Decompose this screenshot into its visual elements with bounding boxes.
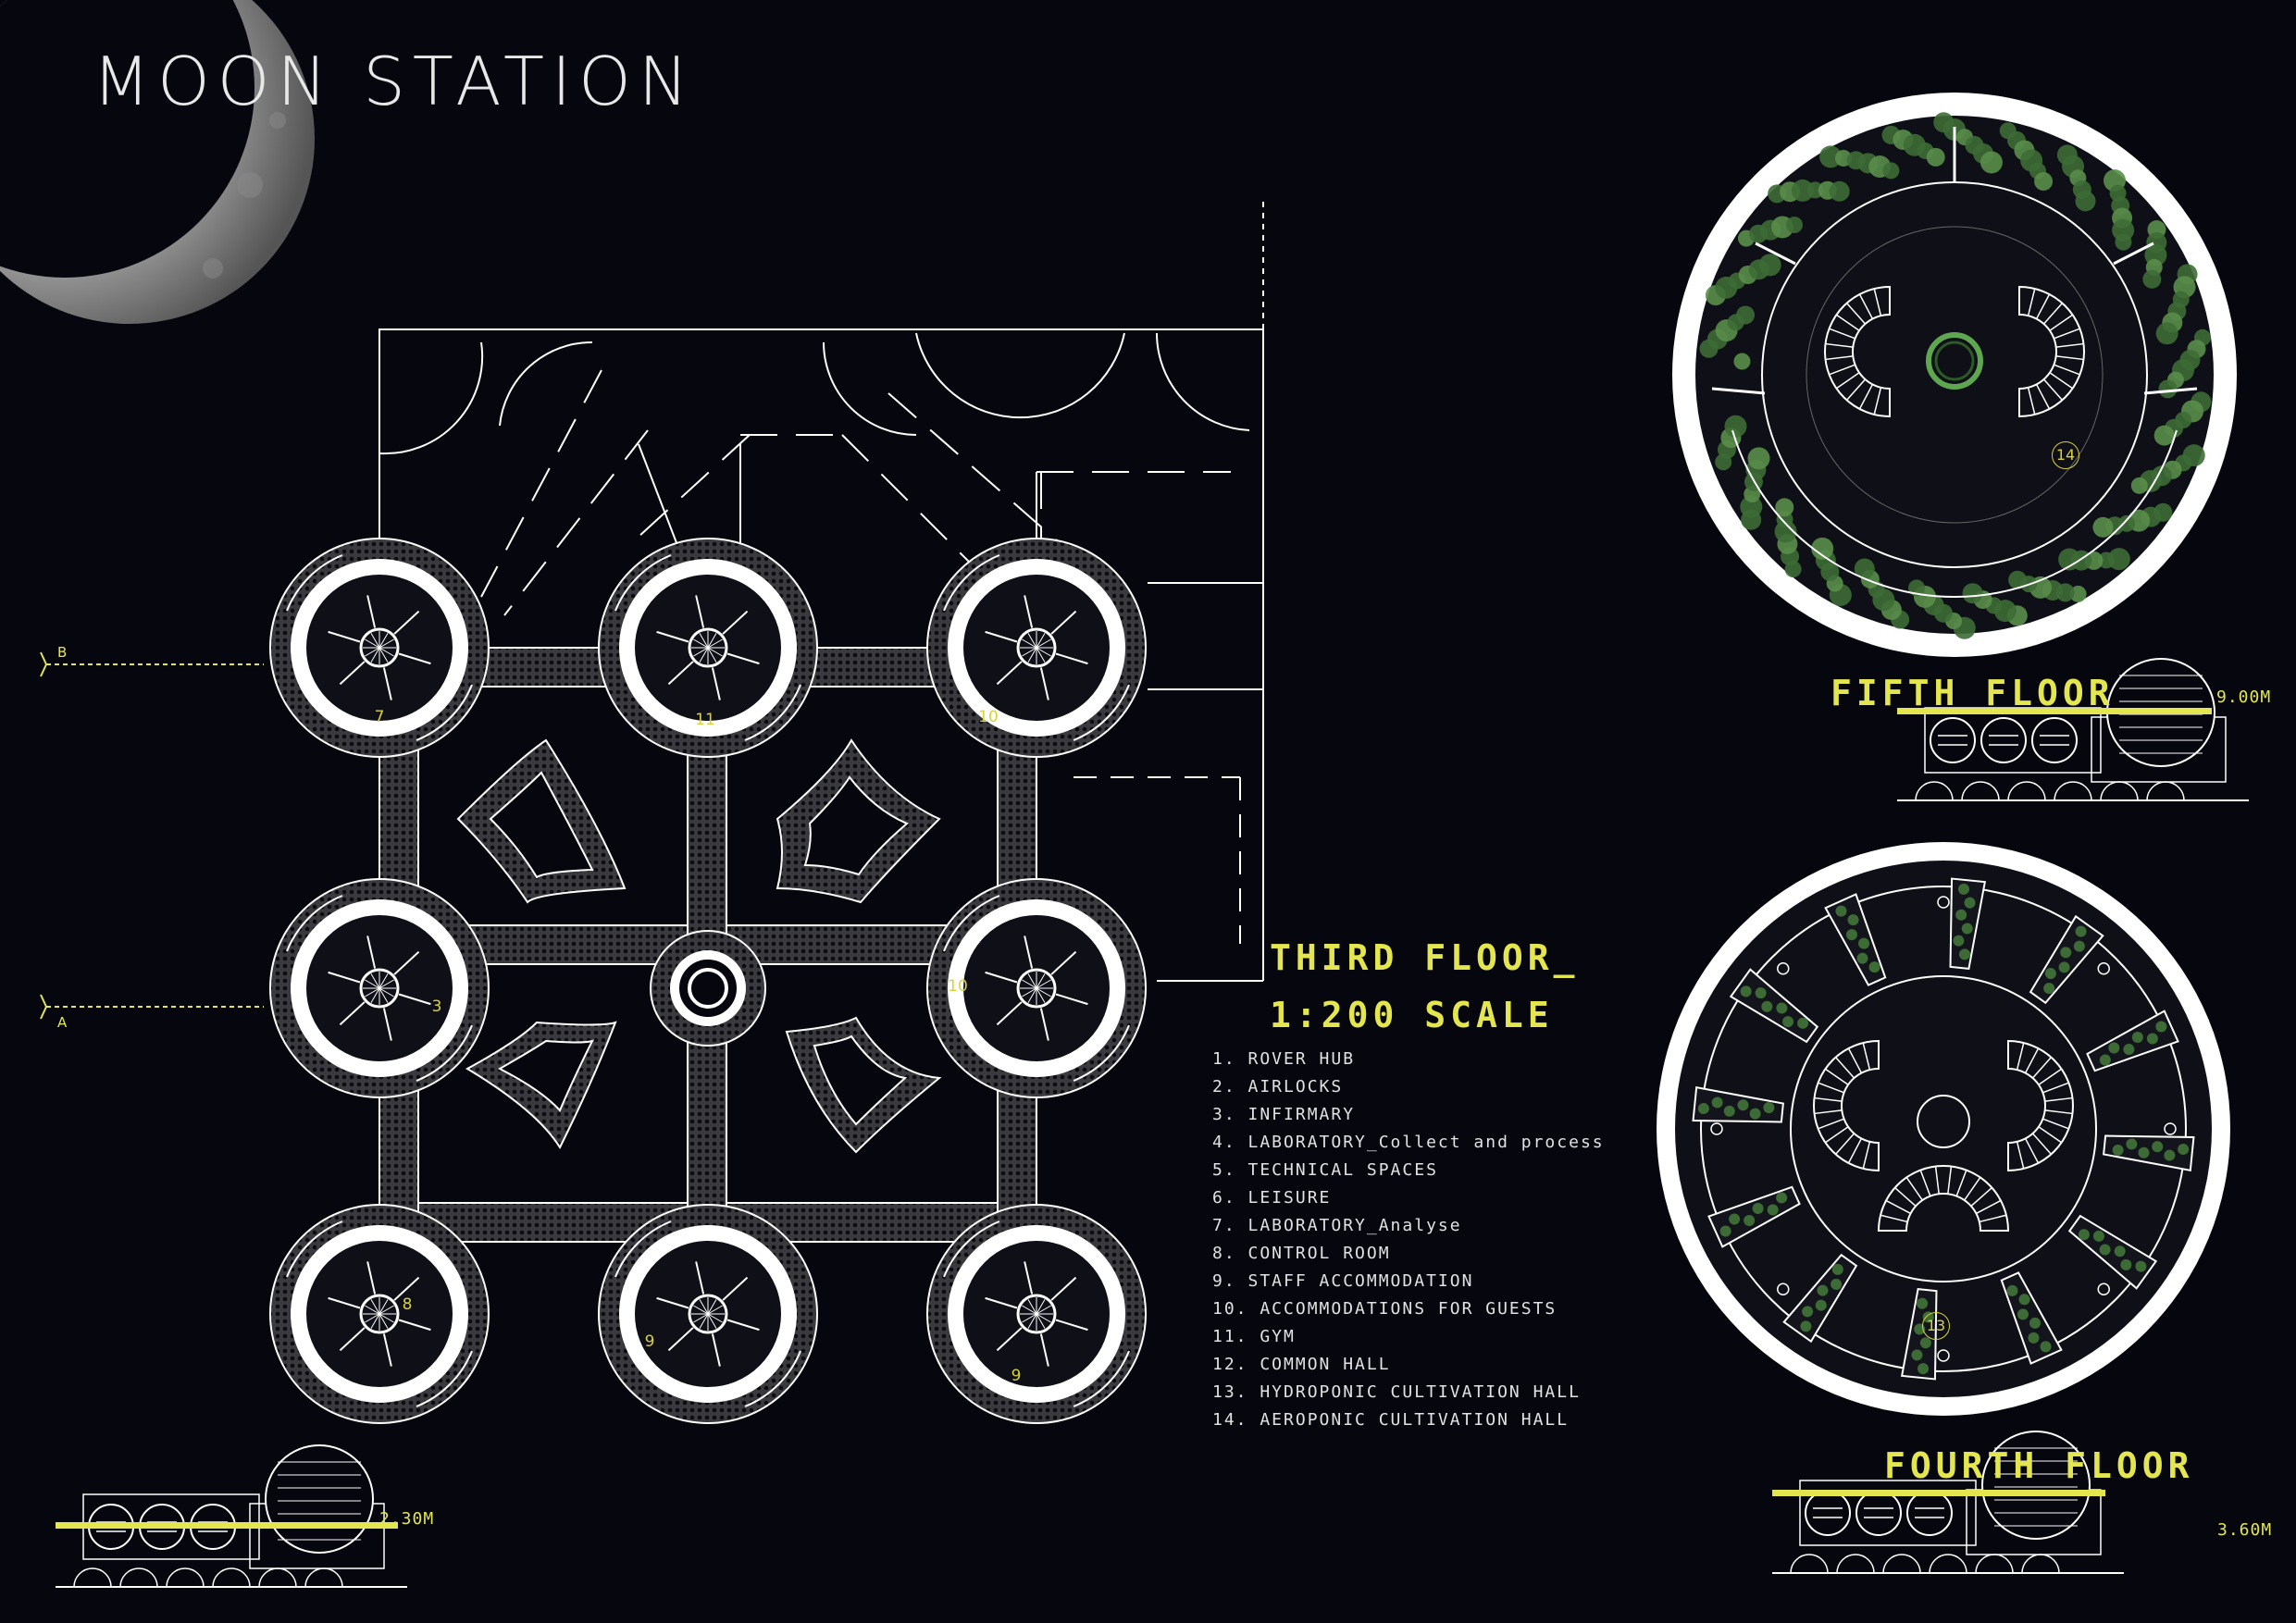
fifth-floor-plan (1672, 93, 2237, 657)
legend-item: 11. GYM (1212, 1327, 1296, 1346)
legend-item: 6. LEISURE (1212, 1188, 1332, 1208)
legend-item: 3. INFIRMARY (1212, 1105, 1356, 1124)
legend-item: 4. LABORATORY_Collect and process (1212, 1133, 1605, 1152)
fifth-floor-title: FIFTH FLOOR (1831, 673, 2115, 713)
room-label: 9 (1011, 1367, 1022, 1385)
module-pod (269, 1204, 490, 1424)
section-mark-a: A (57, 1014, 68, 1031)
section-lines (40, 651, 264, 1020)
module-pod (598, 1204, 818, 1424)
legend-list: 1. ROVER HUB 2. AIRLOCKS 3. INFIRMARY 4.… (1212, 1046, 1605, 1434)
legend-item: 14. AEROPONIC CULTIVATION HALL (1212, 1410, 1570, 1430)
section-mark-b: B (57, 644, 68, 661)
module-pod (269, 538, 490, 758)
room-label: 7 (374, 708, 385, 726)
legend-item: 5. TECHNICAL SPACES (1212, 1160, 1438, 1180)
room-label: 3 (431, 997, 442, 1016)
module-pod (926, 878, 1147, 1098)
moon-crescent (0, 0, 315, 324)
legend-item: 13. HYDROPONIC CULTIVATION HALL (1212, 1382, 1581, 1402)
module-pod (269, 878, 490, 1098)
ring-label: 13 (1922, 1312, 1950, 1340)
ring-label: 14 (2052, 441, 2079, 469)
legend-item: 7. LABORATORY_Analyse (1212, 1216, 1462, 1235)
module-pod (598, 538, 818, 758)
legend-item: 1. ROVER HUB (1212, 1049, 1356, 1069)
third-floor-title: THIRD FLOOR_ (1270, 937, 1580, 978)
fourth-floor-title: FOURTH FLOOR (1884, 1445, 2194, 1486)
legend-item: 9. STAFF ACCOMMODATION (1212, 1271, 1474, 1291)
elevation-fifth (1897, 658, 2249, 801)
room-label: 8 (402, 1295, 413, 1314)
elevation-fourth (1772, 1431, 2124, 1574)
third-floor-plan (379, 199, 1264, 1243)
page-title: MOON STATION (93, 43, 696, 120)
room-label: 11 (695, 711, 715, 729)
elevation-third (56, 1444, 407, 1588)
legend-item: 10. ACCOMMODATIONS FOR GUESTS (1212, 1299, 1558, 1319)
third-floor-scale: 1:200 SCALE (1270, 995, 1554, 1035)
legend-item: 8. CONTROL ROOM (1212, 1244, 1391, 1263)
fifth-floor-level: 9.00M (2216, 688, 2272, 707)
fourth-floor-plan (1657, 842, 2230, 1416)
legend-item: 12. COMMON HALL (1212, 1355, 1391, 1374)
third-floor-level: 2.30M (379, 1509, 435, 1529)
module-pod (926, 538, 1147, 758)
room-label: 10 (948, 977, 968, 996)
room-label: 10 (978, 708, 999, 726)
room-label: 9 (644, 1332, 655, 1351)
fourth-floor-level: 3.60M (2217, 1520, 2273, 1540)
module-pods (269, 538, 1147, 1424)
legend-item: 2. AIRLOCKS (1212, 1077, 1344, 1096)
module-pod (926, 1204, 1147, 1424)
